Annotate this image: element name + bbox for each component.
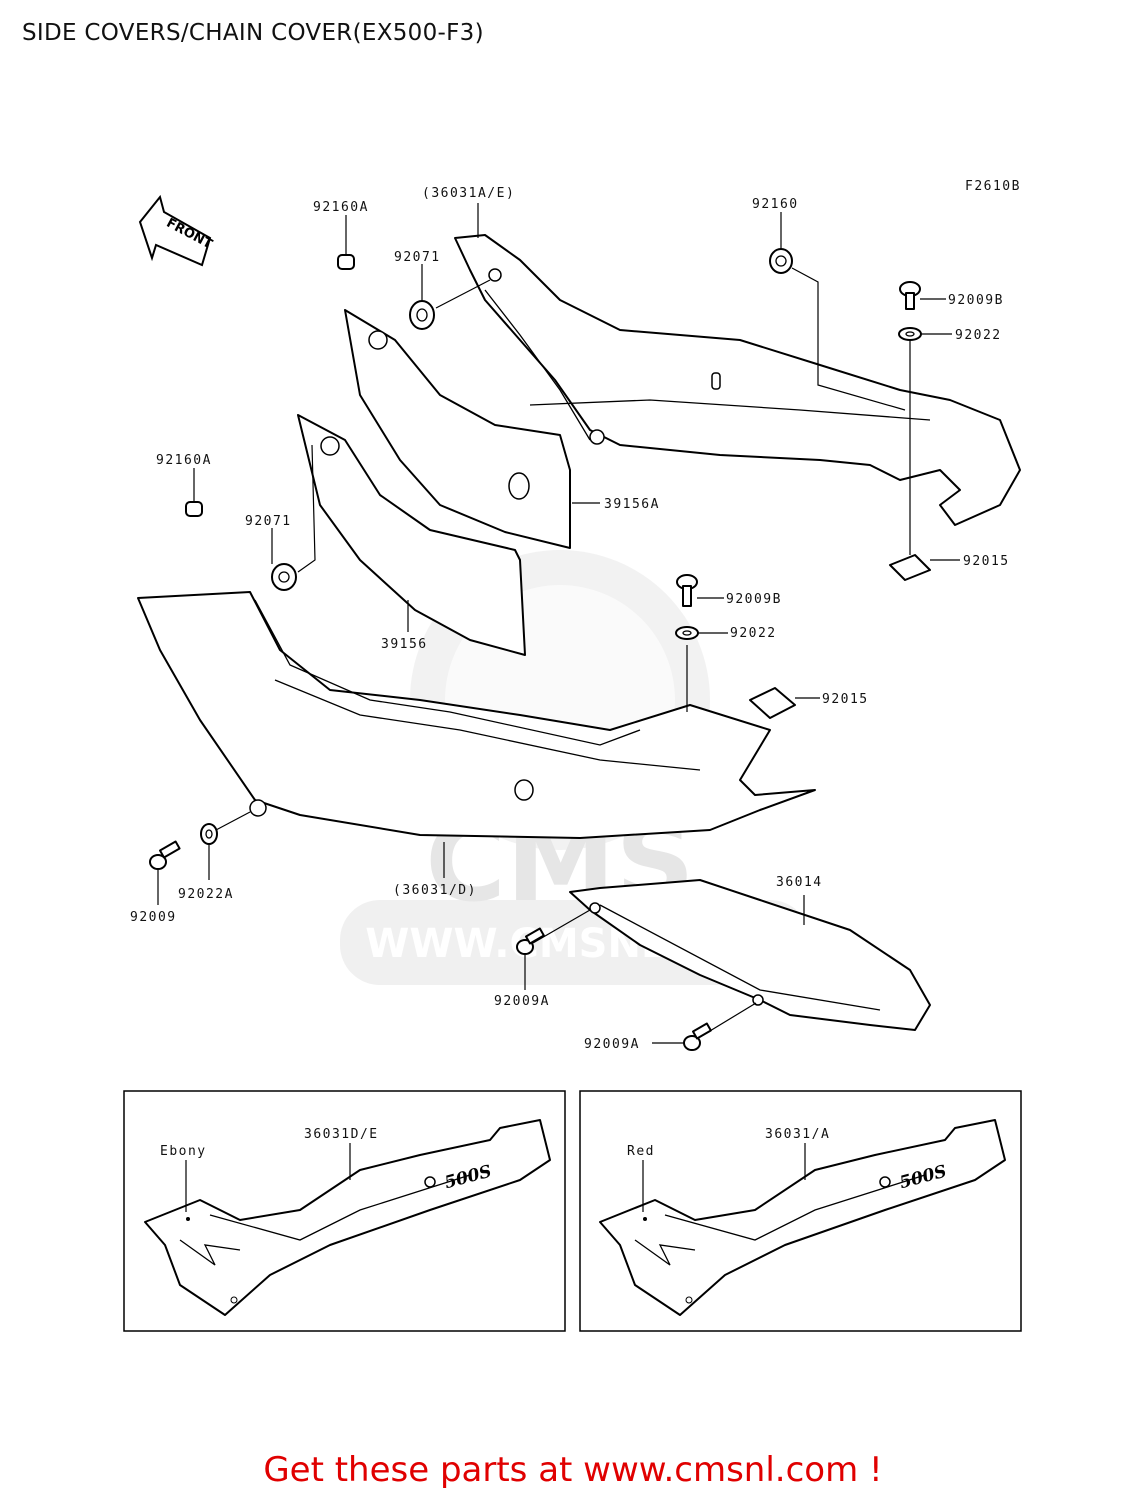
upper-side-cover [454, 234, 1021, 526]
callout-label: 92071 [394, 250, 441, 265]
chain-cover [569, 879, 931, 1031]
page-title: SIDE COVERS/CHAIN COVER(EX500-F3) [22, 20, 484, 46]
callout-label: (36031A/E) [422, 186, 515, 201]
callout-label: 92160A [156, 453, 212, 468]
bolt-icon [683, 1022, 712, 1051]
grommet-icon [337, 254, 355, 270]
callout-label: 36014 [776, 875, 823, 890]
clip-nut-icon [889, 554, 931, 581]
callout-label: 92009A [584, 1037, 640, 1052]
callout-label: (36031/D) [393, 883, 477, 898]
inset-panel-red: 500S Red 36031/A [579, 1090, 1022, 1332]
bolt-icon [899, 281, 921, 310]
washer-icon [200, 823, 218, 845]
cta-link[interactable]: Get these parts at www.cmsnl.com ! [263, 1450, 883, 1490]
bolt-icon [149, 840, 181, 870]
callout-label: 92009A [494, 994, 550, 1009]
front-arrow-icon: FRONT [138, 194, 215, 267]
inset-color-label: Red [627, 1144, 655, 1159]
grommet-icon [271, 563, 297, 591]
grommet-icon [185, 501, 203, 517]
callout-label: 92071 [245, 514, 292, 529]
bolt-icon [676, 574, 698, 607]
callout-label: 92022 [730, 626, 777, 641]
inset-panel-ebony: 500S Ebony 36031D/E [123, 1090, 566, 1332]
grommet-icon [409, 300, 435, 330]
inset-color-label: Ebony [160, 1144, 207, 1159]
callout-label: 92009 [130, 910, 177, 925]
callout-label: 92160 [752, 197, 799, 212]
lower-side-cover [137, 591, 816, 839]
leader-lines [157, 203, 960, 1044]
callout-label: 92022 [955, 328, 1002, 343]
figure-code: F2610B [965, 179, 1021, 194]
clip-nut-icon [749, 687, 796, 719]
callout-label: 92022A [178, 887, 234, 902]
callout-label: 39156A [604, 497, 660, 512]
callout-label: 92009B [948, 293, 1004, 308]
inset-part-label: 36031/A [765, 1127, 830, 1142]
cover-plate-39156 [297, 414, 526, 656]
inset-part-label: 36031D/E [304, 1127, 379, 1142]
washer-icon [898, 327, 922, 341]
washer-icon [675, 626, 699, 640]
cover-plate-39156a [344, 309, 571, 549]
callout-label: 92015 [822, 692, 869, 707]
callout-label: 39156 [381, 637, 428, 652]
callout-label: 92160A [313, 200, 369, 215]
grommet-icon [769, 248, 793, 274]
callout-label: 92009B [726, 592, 782, 607]
callout-label: 92015 [963, 554, 1010, 569]
bolt-icon [516, 927, 545, 955]
